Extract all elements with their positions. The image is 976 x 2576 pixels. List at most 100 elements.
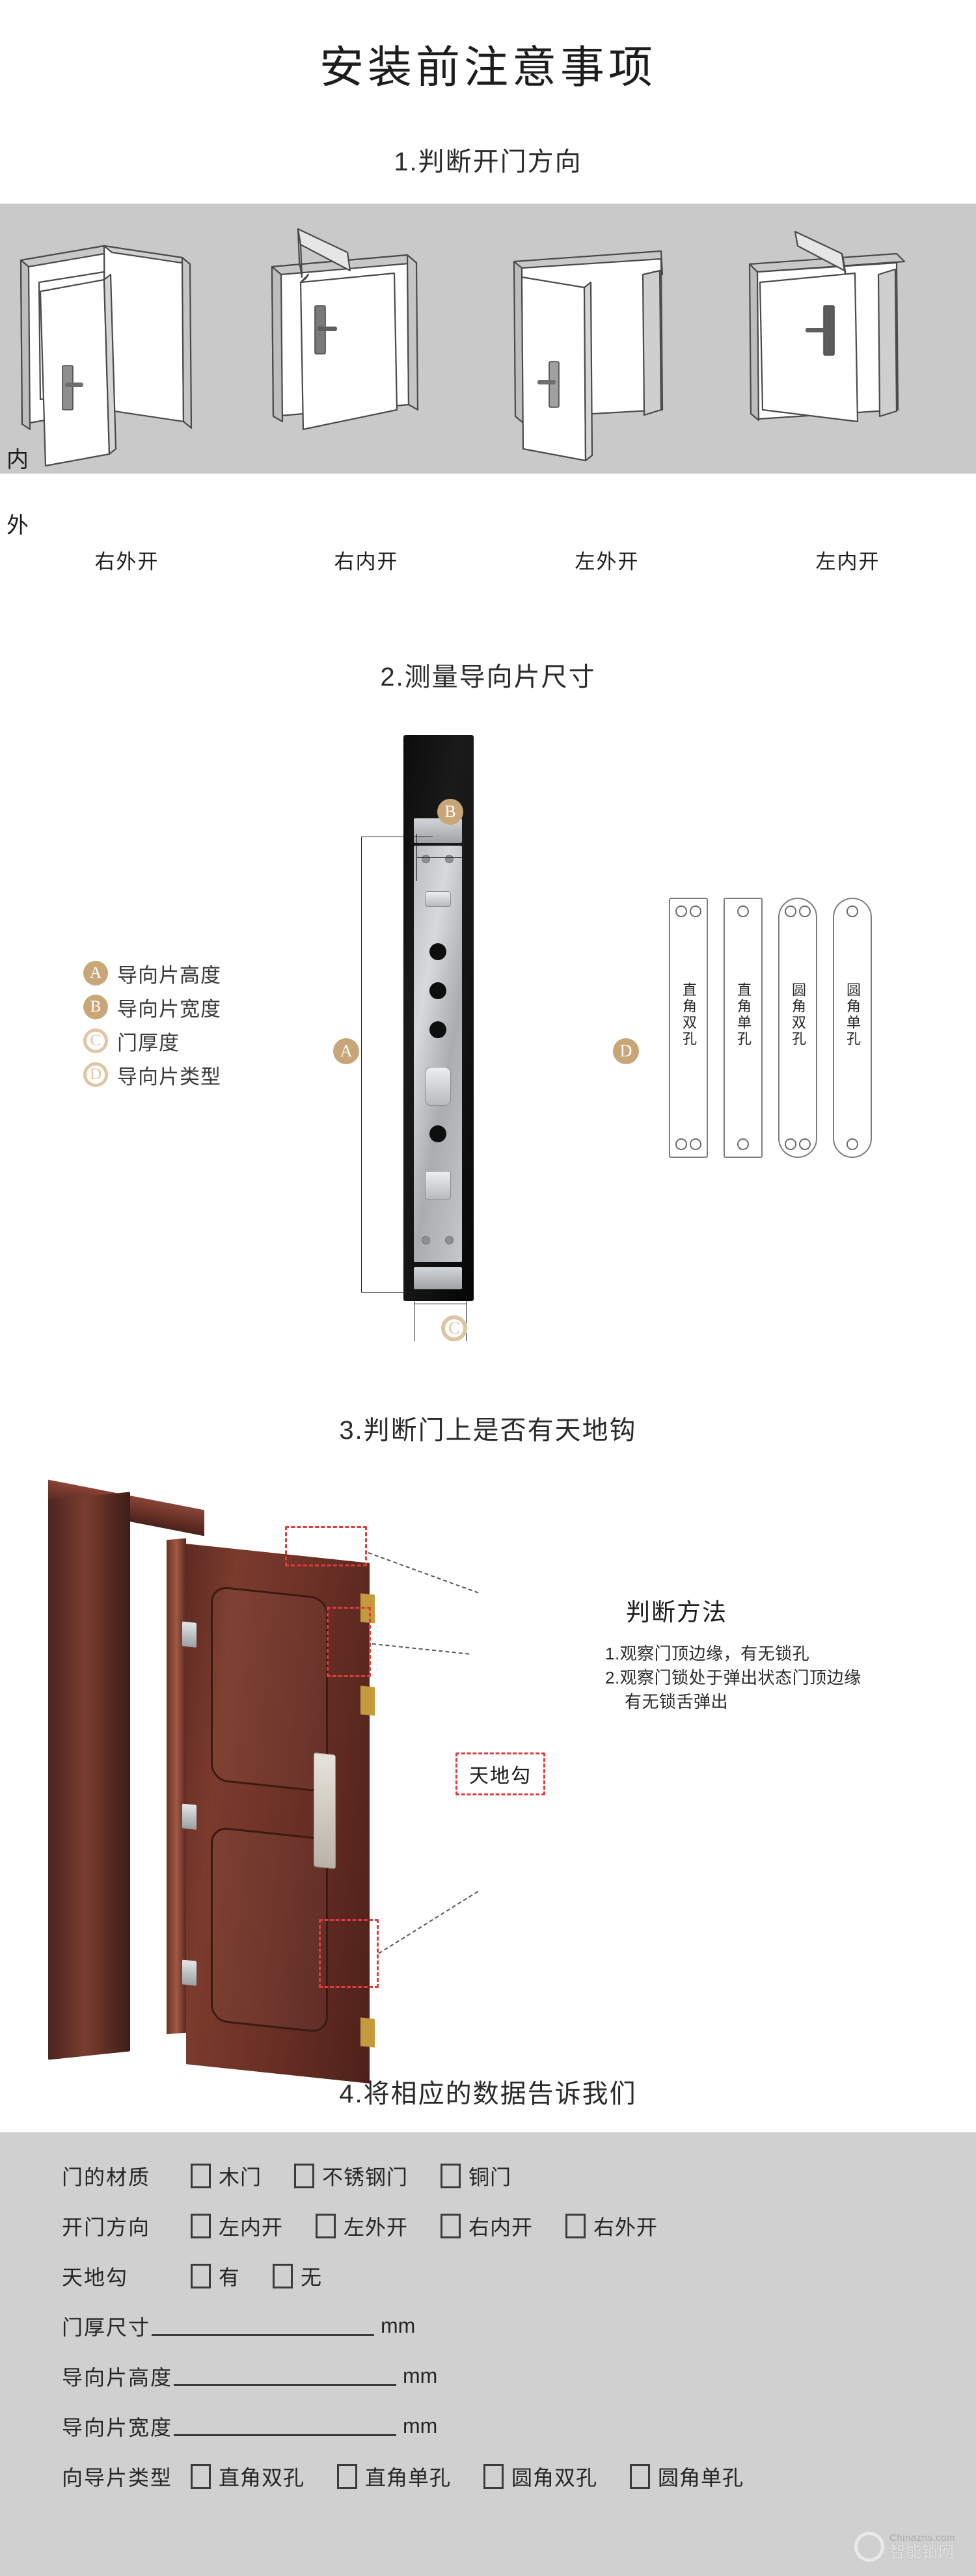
door-svg (513, 250, 664, 462)
legend-label-d: 导向片类型 (117, 1065, 221, 1088)
checkbox-square-single[interactable] (337, 2463, 358, 2489)
plate-hole-icon (785, 906, 796, 917)
marker-d-icon: D (613, 1038, 639, 1064)
legend-item-a: A 导向片高度 (83, 956, 221, 990)
section-1-heading: 1.判断开门方向 (394, 148, 582, 176)
hook-highlight-top (285, 1526, 367, 1566)
input-plate-height[interactable] (174, 2367, 397, 2386)
option-label: 无 (301, 2265, 323, 2289)
lock-hole-icon (429, 1021, 446, 1038)
option-label: 圆角双孔 (511, 2465, 598, 2489)
form-label-plate-type: 向导片类型 (62, 2465, 173, 2489)
option-square-double[interactable]: 直角双孔 (191, 2462, 305, 2491)
lock-screw-icon (445, 1236, 454, 1244)
option-right-outward[interactable]: 右外开 (565, 2211, 658, 2241)
door-diagram-right-outward (7, 215, 247, 475)
lock-bottom-cap (414, 1267, 462, 1289)
marker-a-icon: A (333, 1038, 359, 1064)
section-2-heading: 2.测量导向片尺寸 (380, 663, 596, 691)
judgment-method-item-1: 1.观察门顶边缘，有无锁孔 (605, 1644, 810, 1663)
input-door-thickness[interactable] (152, 2316, 375, 2336)
checkbox-right-inward[interactable] (441, 2213, 461, 2238)
door-panel-upper (211, 1585, 328, 1793)
door-hinge-icon (182, 1621, 197, 1648)
lock-hole-icon (429, 943, 446, 960)
dimension-span-width (416, 857, 463, 858)
checkbox-left-inward[interactable] (191, 2213, 211, 2238)
plate-square-double-hole: 直角双孔 (669, 898, 708, 1158)
option-square-single[interactable]: 直角单孔 (337, 2462, 451, 2491)
door-diagram-left-outward (487, 215, 727, 475)
checkbox-hook-no[interactable] (273, 2263, 293, 2288)
plate-hole-icon (737, 1138, 749, 1150)
mid-bolt (360, 1685, 375, 1716)
section-4-heading: 4.将相应的数据告诉我们 (339, 2080, 637, 2108)
plate-square-single-hole: 直角单孔 (724, 898, 763, 1158)
checkbox-left-outward[interactable] (316, 2213, 336, 2238)
option-label: 直角双孔 (219, 2465, 305, 2489)
lock-screw-icon (422, 855, 430, 863)
legend-label-c: 门厚度 (117, 1031, 180, 1054)
option-label: 不锈钢门 (322, 2165, 409, 2189)
checkbox-copper-door[interactable] (441, 2163, 461, 2188)
judgment-method-block: 判断方法 1.观察门顶边缘，有无锁孔 2.观察门锁处于弹出状态门顶边缘 有无锁舌… (605, 1592, 956, 1714)
form-label-open-direction: 开门方向 (62, 2215, 151, 2239)
leader-line-bottom (378, 1890, 479, 1954)
checkbox-hook-yes[interactable] (191, 2263, 211, 2288)
guide-plate-types: 直角双孔 直角单孔 圆角双孔 圆角单孔 (669, 898, 890, 1171)
form-label-plate-width: 导向片宽度 (62, 2415, 173, 2439)
form-row-door-thickness: 门厚尺寸 mm (62, 2301, 934, 2351)
checkbox-right-outward[interactable] (565, 2213, 586, 2238)
judgment-method-list: 1.观察门顶边缘，有无锁孔 2.观察门锁处于弹出状态门顶边缘 有无锁舌弹出 (605, 1642, 956, 1714)
judgment-method-item-2: 2.观察门锁处于弹出状态门顶边缘 (605, 1667, 861, 1687)
option-stainless-door[interactable]: 不锈钢门 (294, 2161, 408, 2191)
option-label: 圆角单孔 (658, 2465, 744, 2489)
option-round-single[interactable]: 圆角单孔 (630, 2462, 744, 2491)
hook-highlight-bottom (319, 1919, 379, 1988)
form-label-door-material: 门的材质 (62, 2165, 151, 2189)
judgment-method-title: 判断方法 (626, 1599, 727, 1626)
checkbox-stainless-door[interactable] (294, 2163, 315, 2188)
plate-hole-icon (847, 906, 858, 917)
legend-item-b: B 导向片宽度 (83, 990, 221, 1024)
option-label: 木门 (219, 2165, 262, 2189)
site-watermark: Chinazns.com 智能锁网 (854, 2532, 955, 2562)
plate-hole-icon (799, 906, 811, 917)
plate-hole-icon (847, 1138, 858, 1150)
option-hook-no[interactable]: 无 (273, 2261, 322, 2291)
form-row-plate-height: 导向片高度 mm (62, 2351, 934, 2401)
lock-screw-icon (445, 855, 454, 863)
unit-plate-width: mm (403, 2414, 438, 2437)
option-left-inward[interactable]: 左内开 (191, 2211, 283, 2241)
option-hook-yes[interactable]: 有 (191, 2261, 240, 2291)
lock-faceplate (414, 846, 462, 1262)
option-label: 直角单孔 (365, 2465, 452, 2489)
marker-c-icon: C (441, 1315, 467, 1341)
plate-round-double-hole: 圆角双孔 (778, 898, 817, 1158)
plate-hole-icon (690, 1138, 701, 1150)
watermark-logo-icon (854, 2532, 884, 2562)
checkbox-round-single[interactable] (630, 2463, 651, 2489)
plate-label: 直角双孔 (681, 982, 697, 1047)
option-copper-door[interactable]: 铜门 (441, 2161, 511, 2191)
option-label: 右外开 (593, 2215, 658, 2239)
option-label: 右内开 (468, 2215, 534, 2239)
plate-round-single-hole: 圆角单孔 (833, 898, 872, 1158)
option-left-outward[interactable]: 左外开 (316, 2211, 408, 2241)
form-row-open-direction: 开门方向 左内开 左外开 右内开 右外开 (62, 2201, 934, 2251)
option-right-inward[interactable]: 右内开 (441, 2211, 533, 2241)
dimension-line-thickness-right (466, 1296, 467, 1341)
door-caption-left-outward: 左外开 (575, 550, 640, 573)
badge-a-icon: A (83, 961, 108, 986)
checkbox-wood-door[interactable] (191, 2163, 211, 2188)
option-wood-door[interactable]: 木门 (191, 2161, 262, 2191)
leader-line-mid (372, 1643, 470, 1655)
checkbox-square-double[interactable] (191, 2463, 211, 2489)
lock-latch-slot (425, 891, 451, 907)
input-plate-width[interactable] (174, 2417, 397, 2436)
option-round-double[interactable]: 圆角双孔 (483, 2462, 597, 2491)
badge-b-icon: B (83, 995, 108, 1019)
checkbox-round-double[interactable] (483, 2463, 504, 2489)
data-form-band (0, 2132, 976, 2576)
